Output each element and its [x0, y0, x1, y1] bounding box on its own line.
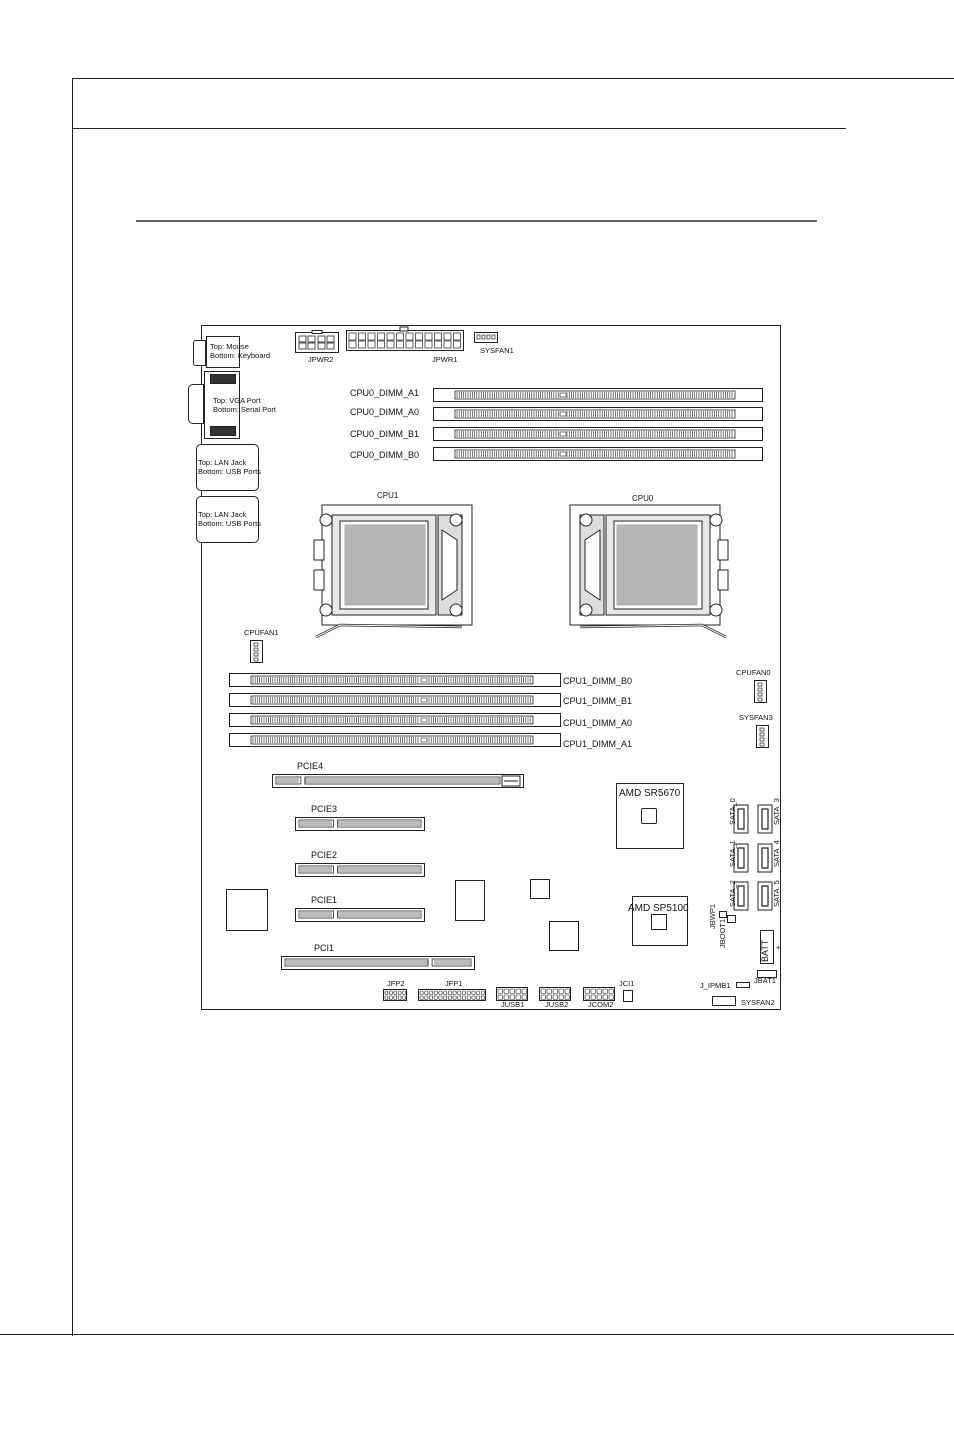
jcom2-header: [583, 987, 615, 1001]
jfp2-header: [383, 989, 407, 1001]
cpu1-dimm-label-1: CPU1_DIMM_B0: [563, 676, 633, 686]
sysfan3-label: SYSFAN3: [739, 713, 773, 722]
chip-square-lower: [549, 921, 579, 951]
amd-sp5100-die: [651, 914, 667, 930]
page-left-rule: [72, 78, 73, 1336]
amd-sp5100-label: AMD SP5100: [628, 903, 689, 914]
rear-io-usb2-label: Bottom: USB Ports: [198, 519, 261, 528]
page-bottom-rule: [0, 1334, 954, 1335]
cpu1-dimm-label-3: CPU1_DIMM_A0: [563, 718, 633, 728]
cpu0-socket: [569, 504, 729, 639]
cpu1-label: CPU1: [377, 491, 399, 500]
sata-connectors: [733, 804, 773, 911]
sata-0-label: SATA_0: [728, 798, 737, 825]
cpufan1-label: CPUFAN1: [244, 628, 279, 637]
jpwr1-label: JPWR1: [432, 355, 458, 364]
jusb1-header: [496, 987, 528, 1001]
vga-connector: [188, 384, 204, 424]
page-top-rule: [72, 78, 954, 79]
lan-usb-block-1: [196, 444, 259, 491]
amd-sr5670-die: [641, 808, 657, 824]
pcie3-label: PCIE3: [311, 804, 338, 814]
sysfan1-label: SYSFAN1: [480, 346, 514, 355]
jfp1-label: JFP1: [445, 979, 463, 988]
ps2-port-block: [206, 336, 240, 368]
pcie3-slot: [295, 817, 425, 831]
jfp2-label: JFP2: [387, 979, 405, 988]
rear-io-mouse-label: Top: Mouse: [210, 342, 249, 351]
jboot1-label: JBOOT1: [718, 918, 727, 948]
cpu1-socket: [313, 504, 473, 639]
chip-rect-mid: [455, 880, 485, 921]
sysfan2-label: SYSFAN2: [741, 998, 775, 1007]
amd-sr5670-label: AMD SR5670: [619, 788, 681, 799]
cpufan1-connector: [250, 640, 263, 663]
chip-small-square: [530, 879, 550, 899]
jpwr1-connector: [346, 326, 464, 351]
cpufan0-connector: [754, 680, 767, 703]
header-rule: [72, 128, 846, 129]
vga-screw-bottom: [210, 426, 236, 436]
cpu0-dimm-slot: [433, 388, 763, 461]
rear-io-lan2-label: Top: LAN Jack: [198, 510, 247, 519]
pci1-slot: [281, 956, 475, 970]
pci1-label: PCI1: [314, 943, 335, 953]
battery-holder: [760, 930, 774, 964]
pcie1-slot: [295, 908, 425, 922]
pcie1-label: PCIE1: [311, 895, 338, 905]
jbat1-label: JBAT1: [754, 976, 776, 985]
sata-1-label: SATA_1: [728, 840, 737, 867]
jbwp1-jumper: [719, 911, 727, 918]
rear-io-keyboard-label: Bottom: Keyboard: [210, 351, 271, 360]
jusb1-label: JUSB1: [501, 1000, 525, 1009]
jboot1-jumper: [727, 915, 736, 923]
sata-3-label: SATA_3: [772, 798, 781, 825]
rear-io-vga-label: Top: VGA Port: [213, 396, 261, 405]
batt-plus-label: +: [776, 943, 781, 952]
cpu0-dimm-label-2: CPU0_DIMM_A0: [350, 407, 420, 417]
jbat1-jumper: [757, 970, 777, 978]
sysfan2-connector: [712, 996, 736, 1006]
jusb2-label: JUSB2: [545, 1000, 569, 1009]
pcie2-label: PCIE2: [311, 850, 338, 860]
ps2-port-tab: [193, 340, 206, 366]
vga-screw-top: [210, 374, 236, 384]
jpwr2-connector: [295, 330, 339, 353]
cpu0-dimm-label-1: CPU0_DIMM_A1: [350, 388, 420, 398]
jbwp1-label: JBWP1: [708, 903, 717, 929]
cpu0-dimm-label-3: CPU0_DIMM_B1: [350, 429, 420, 439]
jfp1-header: [418, 989, 486, 1001]
cpu1-dimm-slot: [229, 673, 561, 747]
jcom2-label: JCOM2: [588, 1000, 614, 1009]
jci1-header: [623, 990, 633, 1002]
cpu1-dimm-label-4: CPU1_DIMM_A1: [563, 739, 633, 749]
j-ipmb1-label: J_IPMB1: [700, 981, 731, 990]
batt-label: BATT: [760, 939, 770, 962]
pcie2-slot: [295, 863, 425, 877]
sata-2-label: SATA_2: [728, 880, 737, 907]
sysfan1-connector: [474, 332, 498, 343]
lan-usb-block-2: [196, 496, 259, 543]
jusb2-header: [539, 987, 571, 1001]
j-ipmb1-header: [736, 982, 750, 988]
sata-5-label: SATA_5: [772, 880, 781, 907]
rear-io-serial-label: Bottom: Serial Port: [213, 405, 276, 414]
chip-square-left: [226, 889, 268, 931]
jci1-label: JCI1: [619, 979, 635, 988]
section-rule: [136, 220, 817, 222]
sysfan3-connector: [756, 725, 769, 748]
jpwr2-label: JPWR2: [308, 355, 334, 364]
cpufan0-label: CPUFAN0: [736, 668, 771, 677]
pcie4-label: PCIE4: [297, 761, 324, 771]
rear-io-usb1-label: Bottom: USB Ports: [198, 467, 261, 476]
rear-io-lan1-label: Top: LAN Jack: [198, 458, 247, 467]
pcie4-slot: [272, 774, 524, 788]
cpu0-label: CPU0: [632, 494, 654, 503]
cpu0-dimm-label-4: CPU0_DIMM_B0: [350, 450, 420, 460]
cpu1-dimm-label-2: CPU1_DIMM_B1: [563, 696, 633, 706]
sata-4-label: SATA_4: [772, 840, 781, 867]
